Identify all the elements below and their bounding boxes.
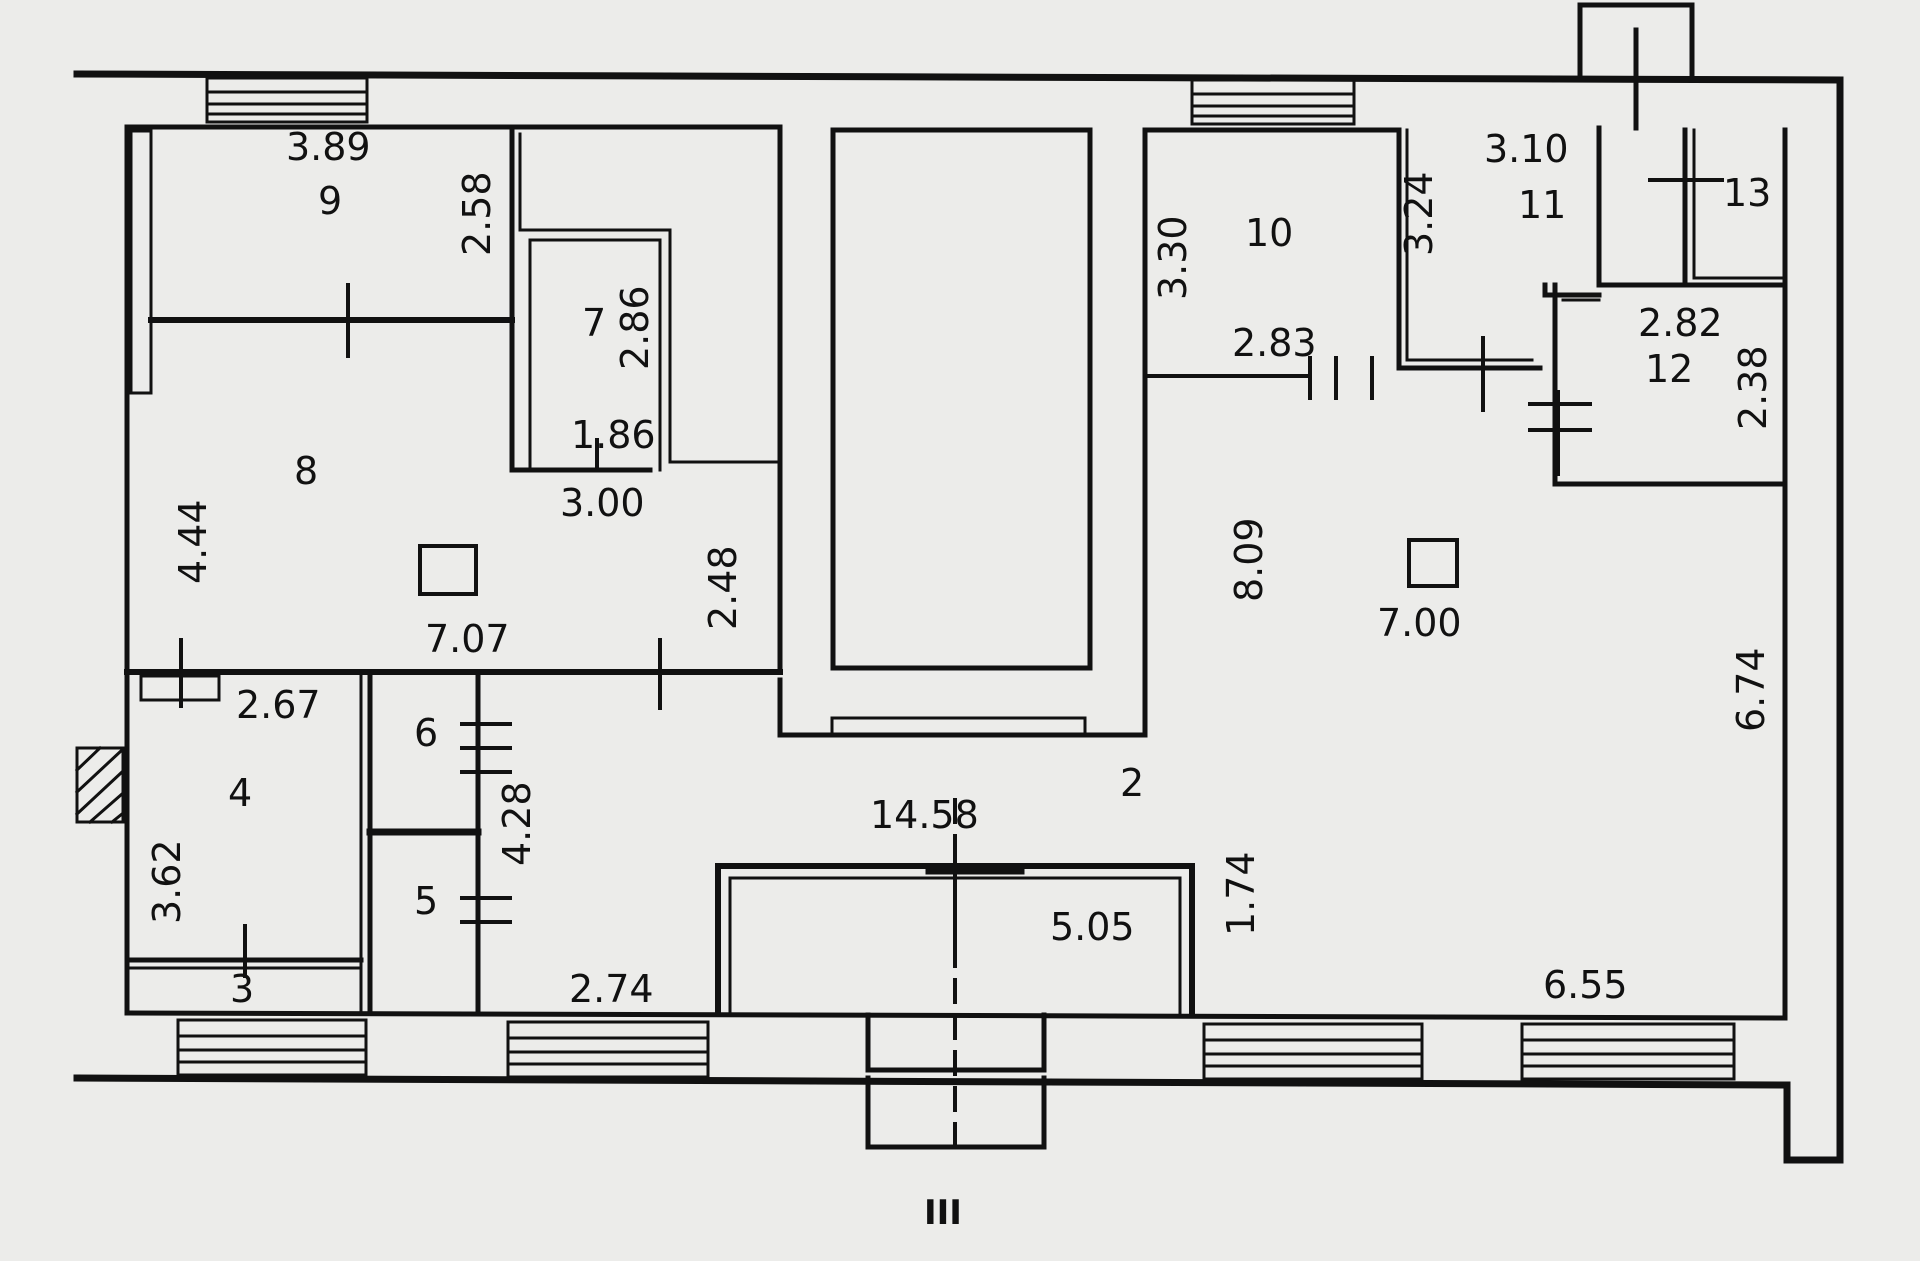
dim-4-28: 4.28 — [495, 781, 539, 866]
dim-14-58: 14.58 — [870, 793, 979, 837]
outer-walls — [73, 70, 1844, 1164]
dim-7-07: 7.07 — [425, 617, 510, 661]
vent-squares — [418, 538, 1459, 596]
dim-2-82: 2.82 — [1638, 301, 1723, 345]
dim-2-58: 2.58 — [455, 171, 499, 256]
windows-bottom — [176, 1018, 1736, 1081]
dimension-labels: 3.89 1.86 3.00 7.07 3.10 2.83 2.82 7.00 … — [145, 125, 1775, 1011]
dim-6-55: 6.55 — [1543, 963, 1628, 1007]
dim-1-74: 1.74 — [1219, 851, 1263, 936]
room-6-label: 6 — [414, 711, 438, 755]
room-10-label: 10 — [1245, 211, 1293, 255]
room-2-label: 2 — [1120, 761, 1144, 805]
room-13-label: 13 — [1723, 171, 1771, 215]
windows-top — [205, 76, 1356, 126]
room-4-label: 4 — [228, 771, 252, 815]
room-3-label: 3 — [230, 967, 254, 1011]
entrance-label: III — [924, 1193, 962, 1233]
dim-1-86: 1.86 — [571, 413, 656, 457]
bottom-entry-box — [865, 798, 1047, 1152]
dim-3-30: 3.30 — [1151, 215, 1195, 300]
room-5-label: 5 — [414, 879, 438, 923]
dim-8-09: 8.09 — [1227, 517, 1271, 602]
room-9-label: 9 — [318, 179, 342, 223]
dim-2-67: 2.67 — [236, 683, 321, 727]
dim-3-24: 3.24 — [1397, 171, 1441, 256]
room-7-label: 7 — [582, 301, 606, 345]
dim-2-38: 2.38 — [1731, 345, 1775, 430]
room-8-label: 8 — [294, 449, 318, 493]
room-11-label: 11 — [1518, 183, 1566, 227]
left-hatch — [74, 745, 125, 825]
dim-5-05: 5.05 — [1050, 905, 1135, 949]
dim-6-74: 6.74 — [1729, 647, 1773, 732]
dim-3-62: 3.62 — [145, 839, 189, 924]
dim-3-89: 3.89 — [286, 125, 371, 169]
dim-3-10: 3.10 — [1484, 127, 1569, 171]
dim-2-86: 2.86 — [613, 285, 657, 370]
dim-4-44: 4.44 — [171, 499, 215, 584]
door-marks — [139, 178, 1724, 978]
dim-3-00: 3.00 — [560, 481, 645, 525]
room-labels: 9 8 7 10 11 13 12 6 4 5 3 2 — [228, 171, 1771, 1011]
dim-2-83: 2.83 — [1232, 321, 1317, 365]
top-entry-box — [1577, 2, 1695, 131]
dim-2-48: 2.48 — [701, 545, 745, 630]
dim-7-00: 7.00 — [1377, 601, 1462, 645]
dim-2-74: 2.74 — [569, 967, 654, 1011]
room-12-label: 12 — [1645, 347, 1693, 391]
